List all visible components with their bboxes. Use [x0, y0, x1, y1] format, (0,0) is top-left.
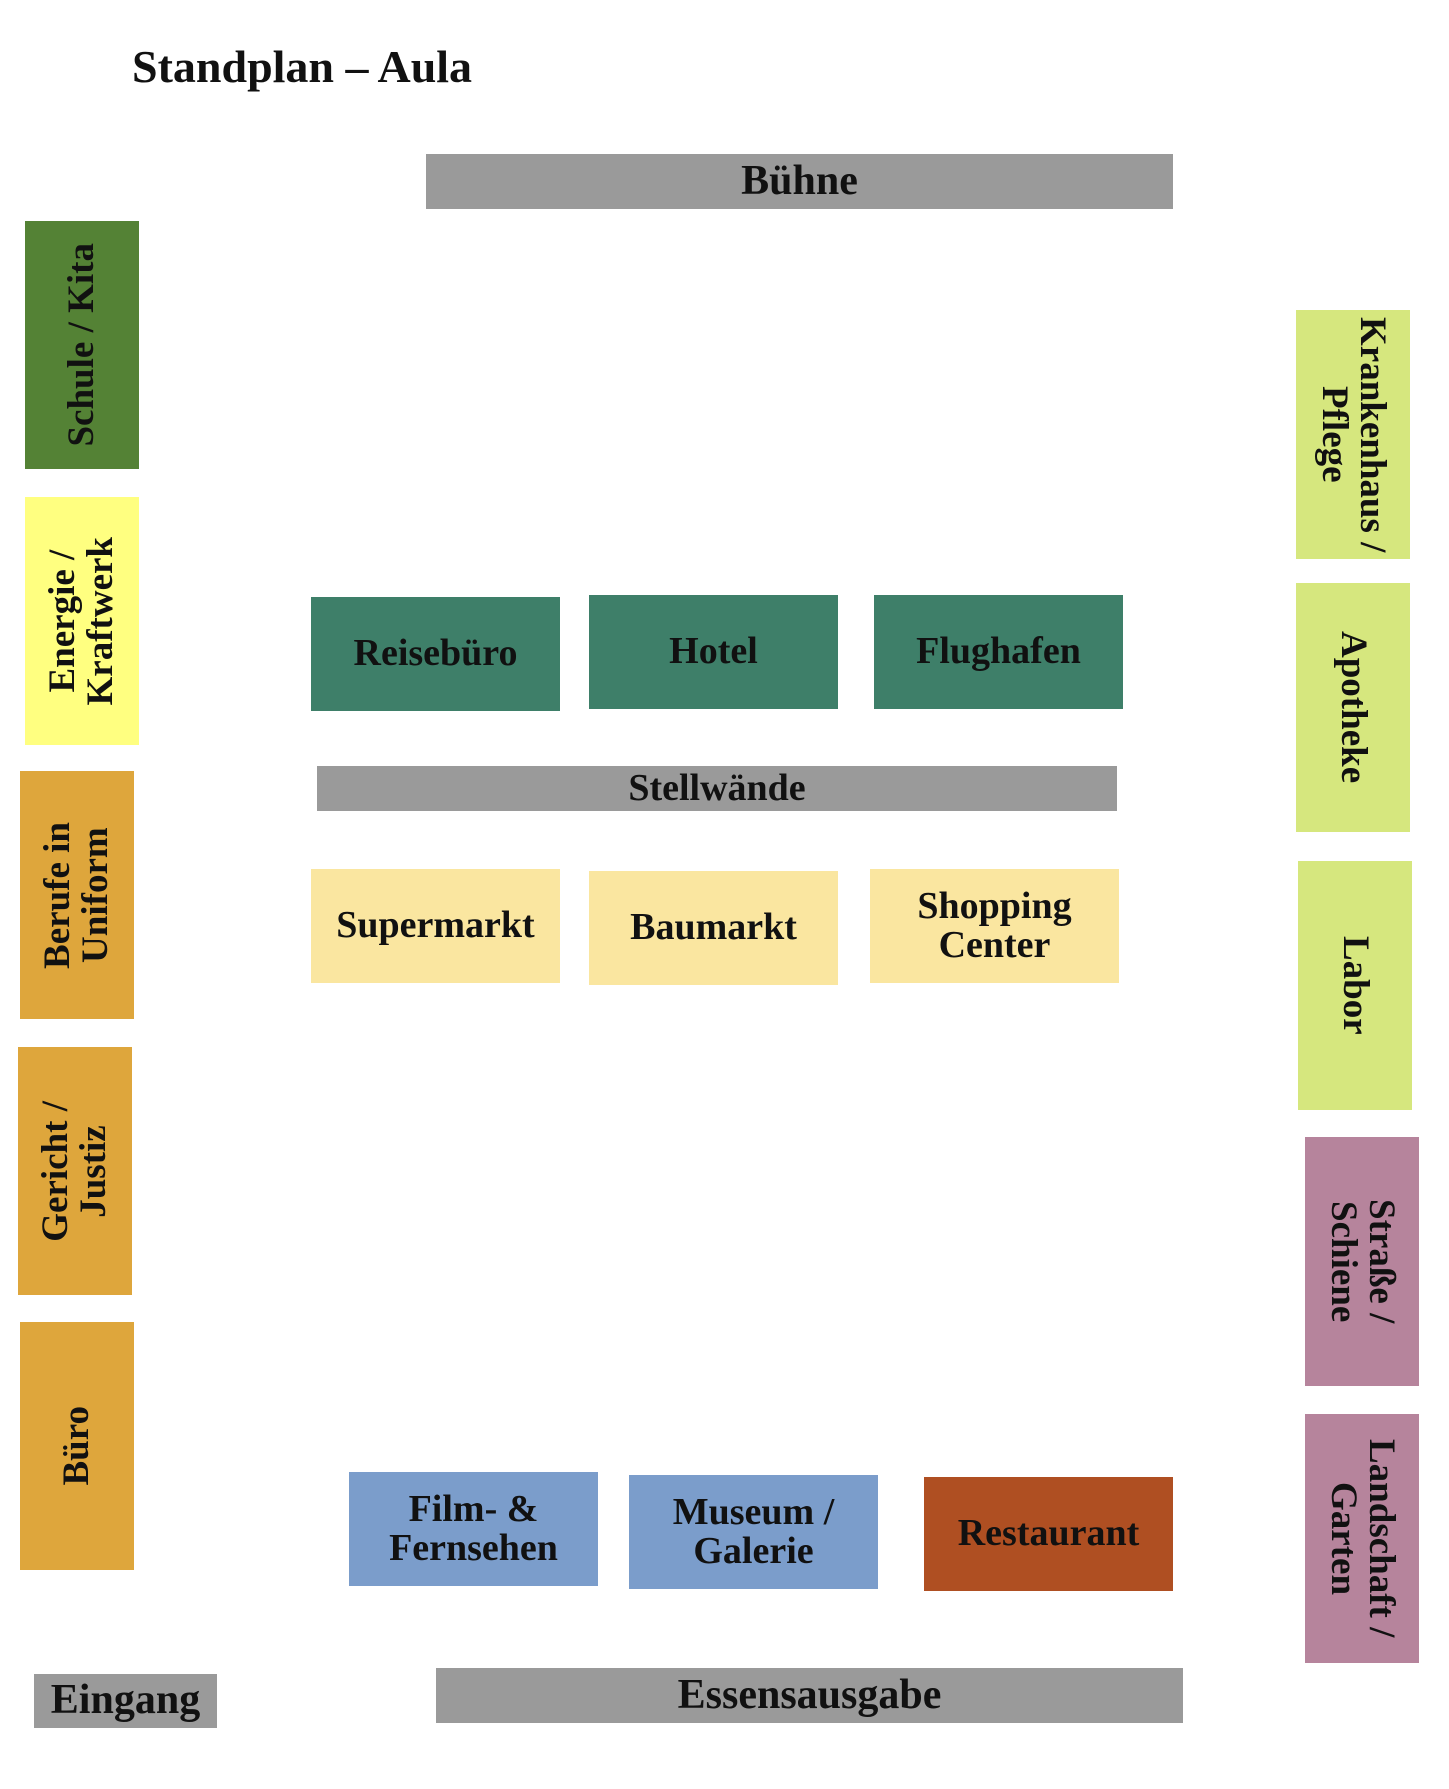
entrance-label: Eingang: [50, 1677, 201, 1724]
stand-label: Baumarkt: [630, 906, 797, 949]
stand-label: Hotel: [669, 630, 758, 673]
stand-flughafen: Flughafen: [874, 595, 1123, 709]
stand-shopping-center: Shopping Center: [870, 869, 1119, 983]
stand-supermarkt: Supermarkt: [311, 869, 560, 983]
stand-apotheke: Apotheke: [1296, 583, 1410, 832]
stand-strasse-schiene: Straße / Schiene: [1305, 1137, 1419, 1386]
stand-label: Flughafen: [916, 630, 1081, 673]
stand-labor: Labor: [1298, 861, 1412, 1110]
stand-gericht-justiz: Gericht / Justiz: [18, 1047, 132, 1295]
stand-label: Apotheke: [1333, 631, 1375, 784]
stage-label: Bühne: [741, 157, 858, 204]
stand-baumarkt: Baumarkt: [589, 871, 838, 985]
stand-label: Energie / Kraftwerk: [41, 536, 121, 706]
stand-label: Straße / Schiene: [1323, 1199, 1403, 1324]
stand-label: Shopping Center: [917, 884, 1072, 966]
entrance-bar: Eingang: [34, 1674, 217, 1728]
stand-label: Schule / Kita: [60, 243, 102, 447]
stand-label: Berufe in Uniform: [36, 821, 116, 969]
stage-bar: Bühne: [426, 154, 1173, 209]
stand-label: Museum / Galerie: [672, 1490, 835, 1572]
stand-restaurant: Restaurant: [924, 1477, 1173, 1591]
stand-landschaft-garten: Landschaft / Garten: [1305, 1414, 1419, 1663]
stand-hotel: Hotel: [589, 595, 838, 709]
stand-film-fernsehen: Film- & Fernsehen: [349, 1472, 598, 1586]
stand-label: Landschaft / Garten: [1323, 1439, 1403, 1638]
stand-reisebuero: Reisebüro: [311, 597, 560, 711]
food-counter-bar: Essensausgabe: [436, 1668, 1183, 1723]
stand-buero: Büro: [20, 1322, 134, 1570]
stand-label: Krankenhaus / Pflege: [1314, 316, 1394, 553]
stand-label: Büro: [55, 1406, 97, 1486]
partition-walls-bar: Stellwände: [317, 766, 1117, 811]
partition-walls-label: Stellwände: [628, 766, 806, 809]
stand-label: Reisebüro: [353, 632, 518, 675]
stand-museum-galerie: Museum / Galerie: [629, 1475, 878, 1589]
stand-label: Supermarkt: [336, 904, 535, 947]
stand-schule-kita: Schule / Kita: [25, 221, 139, 469]
stand-label: Labor: [1335, 936, 1377, 1035]
stand-energie-kraftwerk: Energie / Kraftwerk: [25, 497, 139, 745]
stand-label: Film- & Fernsehen: [389, 1487, 558, 1569]
stand-berufe-in-uniform: Berufe in Uniform: [20, 771, 134, 1019]
page-title: Standplan – Aula: [132, 41, 473, 92]
food-counter-label: Essensausgabe: [677, 1671, 942, 1718]
stand-krankenhaus-pflege: Krankenhaus / Pflege: [1296, 310, 1410, 559]
stand-label: Restaurant: [957, 1512, 1140, 1555]
stand-label: Gericht / Justiz: [34, 1100, 114, 1242]
